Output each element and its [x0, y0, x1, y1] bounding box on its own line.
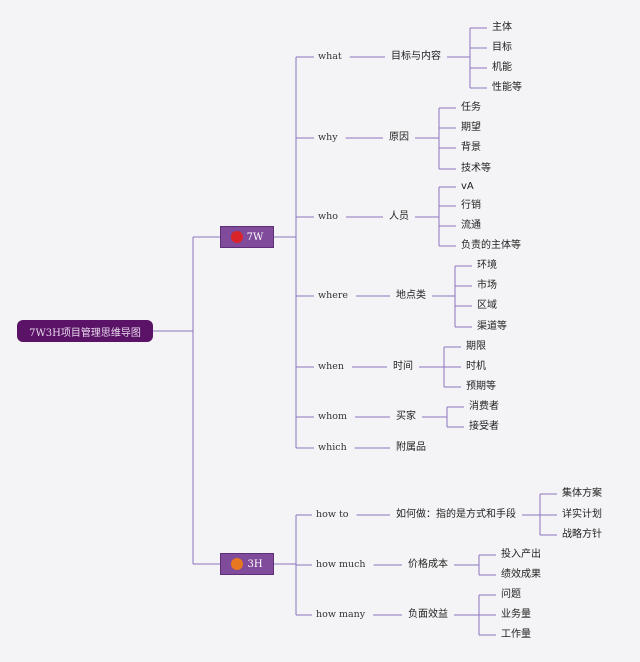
branch-label-who[interactable]: 人员 — [389, 211, 409, 222]
branch-key-how-much[interactable]: how much — [316, 559, 366, 570]
branch-label-why[interactable]: 原因 — [389, 132, 409, 143]
branch-key-how-many[interactable]: how many — [316, 609, 366, 620]
leaf-node[interactable]: 工作量 — [501, 629, 531, 640]
orange-circle-icon — [231, 558, 244, 570]
branch-key-how-to[interactable]: how to — [316, 509, 349, 520]
branch-label-whom[interactable]: 买家 — [396, 411, 416, 422]
leaf-node[interactable]: 集体方案 — [562, 488, 602, 499]
leaf-node[interactable]: 环境 — [477, 260, 497, 271]
red-circle-icon — [230, 231, 243, 243]
branch-key-what[interactable]: what — [318, 51, 342, 62]
leaf-node[interactable]: 消费者 — [469, 401, 499, 412]
leaf-node[interactable]: 目标 — [492, 42, 512, 53]
leaf-node[interactable]: 问题 — [501, 589, 521, 600]
branch-label-which[interactable]: 附属品 — [396, 442, 426, 453]
leaf-node[interactable]: 行销 — [461, 200, 481, 211]
branch-key-where[interactable]: where — [318, 290, 349, 301]
branch-label-when[interactable]: 时间 — [393, 361, 413, 372]
leaf-node[interactable]: 机能 — [492, 62, 512, 73]
hub-3h[interactable]: 3H — [220, 553, 274, 575]
leaf-node[interactable]: 任务 — [461, 102, 481, 113]
leaf-node[interactable]: 区域 — [477, 300, 497, 311]
leaf-node[interactable]: 背景 — [461, 142, 481, 153]
leaf-node[interactable]: 业务量 — [501, 609, 531, 620]
hub-label: 7W — [246, 231, 264, 243]
branch-key-whom[interactable]: whom — [318, 411, 347, 422]
hub-7w[interactable]: 7W — [220, 226, 274, 248]
branch-key-why[interactable]: why — [318, 132, 338, 143]
root-label: 7W3H项目管理思维导图 — [29, 327, 141, 339]
leaf-node[interactable]: 战略方针 — [562, 529, 602, 540]
leaf-node[interactable]: 性能等 — [492, 82, 522, 93]
leaf-node[interactable]: 绩效成果 — [501, 569, 541, 580]
leaf-node[interactable]: 渠道等 — [477, 321, 507, 332]
root-node[interactable]: 7W3H项目管理思维导图 — [17, 320, 153, 342]
branch-label-how-much[interactable]: 价格成本 — [408, 559, 448, 570]
branch-label-where[interactable]: 地点类 — [396, 290, 426, 301]
branch-label-what[interactable]: 目标与内容 — [391, 51, 441, 62]
leaf-node[interactable]: 预期等 — [466, 381, 496, 392]
leaf-node[interactable]: 市场 — [477, 280, 497, 291]
leaf-node[interactable]: 技术等 — [461, 163, 491, 174]
branch-key-which[interactable]: which — [318, 442, 347, 453]
leaf-node[interactable]: 时机 — [466, 361, 486, 372]
branch-key-when[interactable]: when — [318, 361, 344, 372]
leaf-node[interactable]: vA — [461, 181, 474, 192]
leaf-node[interactable]: 接受者 — [469, 421, 499, 432]
leaf-node[interactable]: 期限 — [466, 341, 486, 352]
branch-label-how-many[interactable]: 负面效益 — [408, 609, 448, 620]
leaf-node[interactable]: 投入产出 — [501, 549, 541, 560]
branch-key-who[interactable]: who — [318, 211, 338, 222]
leaf-node[interactable]: 期望 — [461, 122, 481, 133]
leaf-node[interactable]: 流通 — [461, 220, 481, 231]
leaf-node[interactable]: 详实计划 — [562, 509, 602, 520]
branch-label-how-to[interactable]: 如何做：指的是方式和手段 — [396, 509, 516, 520]
leaf-node[interactable]: 负责的主体等 — [461, 240, 521, 251]
hub-label: 3H — [247, 558, 263, 570]
leaf-node[interactable]: 主体 — [492, 22, 512, 33]
